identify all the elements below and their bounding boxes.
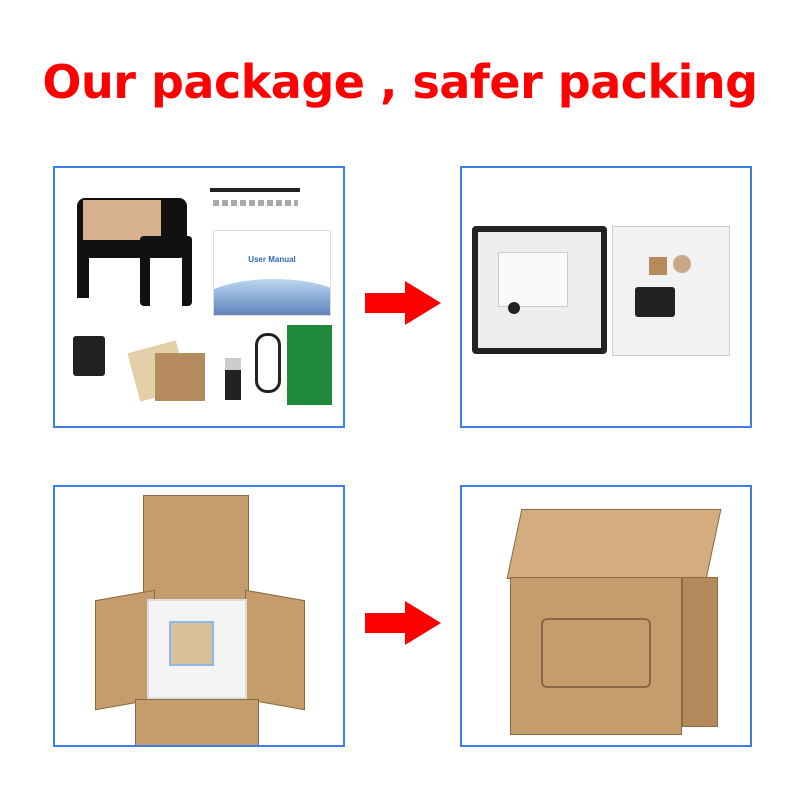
engraver-frame <box>140 236 192 306</box>
page-title: Our package , safer packing <box>42 55 758 109</box>
screws-icon <box>213 200 298 206</box>
package-contents-panel: User Manual <box>53 166 345 428</box>
box-front <box>135 699 259 745</box>
foam-insert-right <box>612 226 730 356</box>
open-box-panel <box>53 485 345 747</box>
box-side <box>682 577 718 727</box>
green-board <box>287 325 332 405</box>
engraver-gold-cover <box>83 200 161 240</box>
foam-packing-panel <box>460 166 752 428</box>
box-flap-left <box>95 589 155 711</box>
usb-drive <box>225 358 241 400</box>
box-front-face <box>510 577 682 735</box>
box-top <box>506 509 722 579</box>
box-flap-back <box>143 495 249 605</box>
closed-box-panel <box>460 485 752 747</box>
foam-inside <box>147 599 247 699</box>
cork-sample <box>155 353 205 401</box>
engraver-outline-print <box>541 618 651 688</box>
engraver-leg <box>77 248 89 298</box>
foam-insert-left <box>472 226 607 354</box>
manual-label: User Manual <box>248 255 296 264</box>
power-adapter <box>635 287 675 317</box>
box-flap-right <box>245 589 305 711</box>
right-arrow-icon <box>365 601 441 645</box>
right-arrow-icon <box>365 281 441 325</box>
usb-cable <box>255 333 281 393</box>
accessory-bag <box>169 621 214 666</box>
screwdriver-icon <box>210 188 300 192</box>
round-sample <box>673 255 691 273</box>
user-manual: User Manual <box>213 230 331 316</box>
power-adapter <box>73 336 105 376</box>
cork-sample <box>649 257 667 275</box>
